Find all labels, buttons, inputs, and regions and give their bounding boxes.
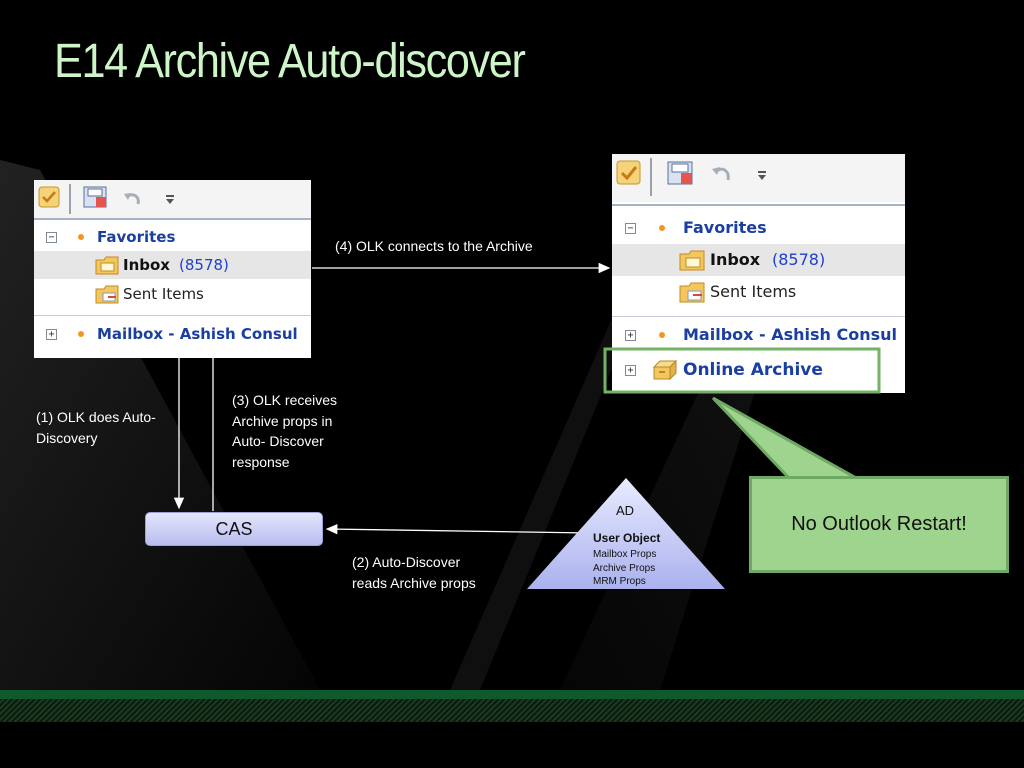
bullet-icon xyxy=(78,331,84,337)
mailbox-row[interactable]: + Mailbox - Ashish Consul xyxy=(34,320,311,348)
customize-dropdown-icon[interactable] xyxy=(164,194,176,206)
inbox-row[interactable]: Inbox (8578) xyxy=(612,244,905,276)
step1-line: (1) OLK does Auto- xyxy=(36,409,156,425)
undo-icon[interactable] xyxy=(710,162,734,184)
bullet-icon xyxy=(78,234,84,240)
mailbox-label: Mailbox - Ashish Consul xyxy=(97,325,298,343)
ad-props: Mailbox Props Archive Props MRM Props xyxy=(593,548,656,589)
step3-line: response xyxy=(232,453,290,470)
ad-prop: Mailbox Props xyxy=(593,549,657,560)
step3-line: Archive props in xyxy=(232,412,333,429)
toolbar xyxy=(34,180,311,218)
bullet-icon xyxy=(659,332,665,338)
save-icon[interactable] xyxy=(82,185,110,211)
online-archive-row[interactable]: + Online Archive xyxy=(612,354,905,386)
online-archive-highlight xyxy=(603,347,881,394)
expand-icon[interactable]: + xyxy=(625,365,636,376)
inbox-folder-icon xyxy=(679,250,705,271)
ad-prop: MRM Props xyxy=(593,576,646,587)
toolbar xyxy=(612,154,905,202)
step1-label: (1) OLK does Auto- Discovery xyxy=(36,407,156,448)
expand-icon[interactable]: + xyxy=(625,330,636,341)
ad-label: AD xyxy=(616,503,635,518)
sent-items-row[interactable]: Sent Items xyxy=(34,280,311,308)
favorites-row[interactable]: − Favorites xyxy=(612,214,905,242)
favorites-row[interactable]: − Favorites xyxy=(34,224,311,250)
customize-dropdown-icon[interactable] xyxy=(756,170,768,182)
inbox-count: (8578) xyxy=(179,256,229,274)
divider xyxy=(34,315,311,316)
save-icon[interactable] xyxy=(666,160,696,188)
favorites-label: Favorites xyxy=(683,218,767,237)
step2-label: (2) Auto-Discover reads Archive props xyxy=(352,552,476,593)
footer-band xyxy=(0,690,1024,722)
step1-line: Discovery xyxy=(36,429,98,446)
step4-label: (4) OLK connects to the Archive xyxy=(335,238,533,254)
toolbar-border xyxy=(612,204,905,206)
step3-label: (3) OLK receives Archive props in Auto- … xyxy=(232,390,337,472)
toolbar-border xyxy=(34,218,311,220)
collapse-icon[interactable]: − xyxy=(625,223,636,234)
mailbox-label: Mailbox - Ashish Consul xyxy=(683,325,898,344)
mailbox-row[interactable]: + Mailbox - Ashish Consul xyxy=(612,320,905,350)
inbox-label: Inbox xyxy=(123,256,170,274)
outlook-pane-left: − Favorites Inbox (8578) Sent Items + Ma… xyxy=(34,180,311,358)
slide-title: E14 Archive Auto-discover xyxy=(54,35,526,88)
inbox-count: (8578) xyxy=(772,250,826,269)
collapse-icon[interactable]: − xyxy=(46,232,57,243)
inbox-row[interactable]: Inbox (8578) xyxy=(34,251,311,279)
sent-items-folder-icon xyxy=(95,285,119,304)
outlook-pane-right: − Favorites Inbox (8578) Sent Items + Ma… xyxy=(612,154,905,393)
sent-items-folder-icon xyxy=(679,282,705,303)
bullet-icon xyxy=(659,225,665,231)
arrow-step2 xyxy=(325,523,591,535)
expand-icon[interactable]: + xyxy=(46,329,57,340)
ad-user-object: User Object xyxy=(593,531,661,545)
step2-line: (2) Auto-Discover xyxy=(352,554,461,570)
archive-box-icon xyxy=(652,359,678,381)
outlook-app-icon xyxy=(616,160,641,185)
cas-box: CAS xyxy=(145,512,323,546)
step3-line: Auto- Discover xyxy=(232,433,324,449)
inbox-folder-icon xyxy=(95,256,119,275)
divider xyxy=(612,316,905,317)
online-archive-label: Online Archive xyxy=(683,360,823,380)
inbox-label: Inbox xyxy=(710,250,761,269)
outlook-app-icon xyxy=(38,186,60,208)
toolbar-separator xyxy=(650,158,652,196)
step3-line: (3) OLK receives xyxy=(232,392,338,408)
undo-icon[interactable] xyxy=(122,188,144,208)
sent-items-label: Sent Items xyxy=(123,285,204,303)
toolbar-separator xyxy=(69,184,71,214)
no-restart-callout: No Outlook Restart! xyxy=(749,476,1009,573)
step2-line: reads Archive props xyxy=(352,574,476,591)
ad-triangle xyxy=(527,478,725,589)
sent-items-row[interactable]: Sent Items xyxy=(612,276,905,308)
favorites-label: Favorites xyxy=(97,228,176,246)
sent-items-label: Sent Items xyxy=(710,282,797,301)
ad-prop: Archive Props xyxy=(593,562,656,574)
